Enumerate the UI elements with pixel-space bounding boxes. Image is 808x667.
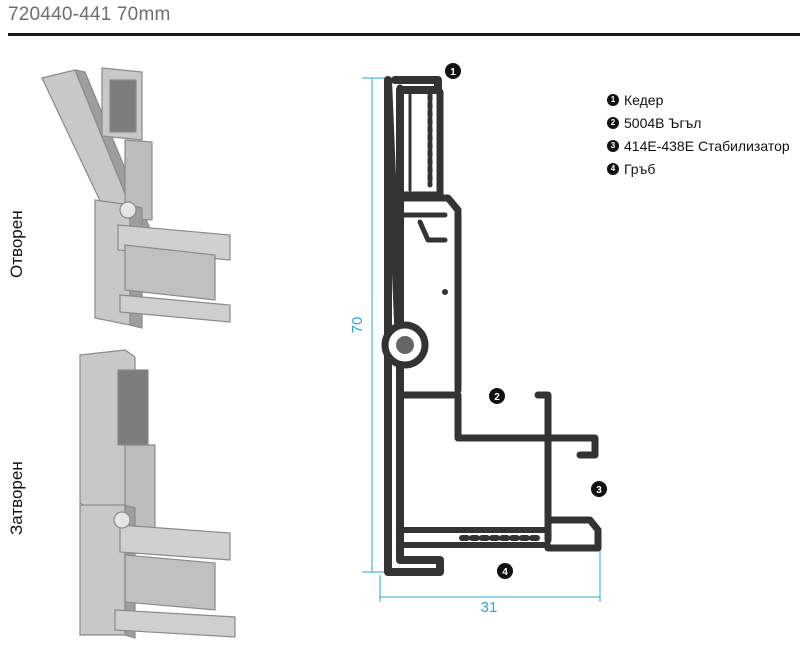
legend-item-label: Гръб bbox=[624, 160, 656, 177]
callout-4: 4 bbox=[497, 563, 513, 579]
callout-2: 2 bbox=[489, 388, 505, 404]
legend-item: 2 5004B Ъгъл bbox=[607, 111, 790, 134]
closed-profile-render bbox=[79, 349, 236, 639]
legend-item: 1 Кедер bbox=[607, 88, 790, 111]
callout-3-label: 3 bbox=[596, 485, 602, 496]
callout-2-label: 2 bbox=[494, 392, 500, 403]
legend-item-label: Кедер bbox=[624, 91, 664, 108]
callout-3: 3 bbox=[591, 481, 607, 497]
callout-4-label: 4 bbox=[502, 567, 508, 578]
legend-item: 3 414E-438E Стабилизатор bbox=[607, 134, 790, 157]
page-title: 720440-441 70mm bbox=[8, 4, 171, 25]
legend-number-badge: 1 bbox=[607, 93, 619, 106]
width-dimension-label: 31 bbox=[481, 599, 498, 616]
legend-number-badge: 3 bbox=[607, 139, 619, 152]
title-divider bbox=[8, 33, 800, 36]
height-dimension-label: 70 bbox=[349, 317, 366, 334]
parts-legend: 1 Кедер 2 5004B Ъгъл 3 414E-438E Стабили… bbox=[607, 88, 790, 180]
legend-item-label: 414E-438E Стабилизатор bbox=[624, 137, 790, 154]
callout-1-label: 1 bbox=[450, 67, 456, 78]
callout-1: 1 bbox=[445, 63, 461, 79]
legend-item-label: 5004B Ъгъл bbox=[624, 114, 702, 131]
legend-item: 4 Гръб bbox=[607, 157, 790, 180]
legend-number-badge: 4 bbox=[607, 162, 619, 175]
open-profile-render bbox=[41, 67, 231, 329]
legend-number-badge: 2 bbox=[607, 116, 619, 129]
